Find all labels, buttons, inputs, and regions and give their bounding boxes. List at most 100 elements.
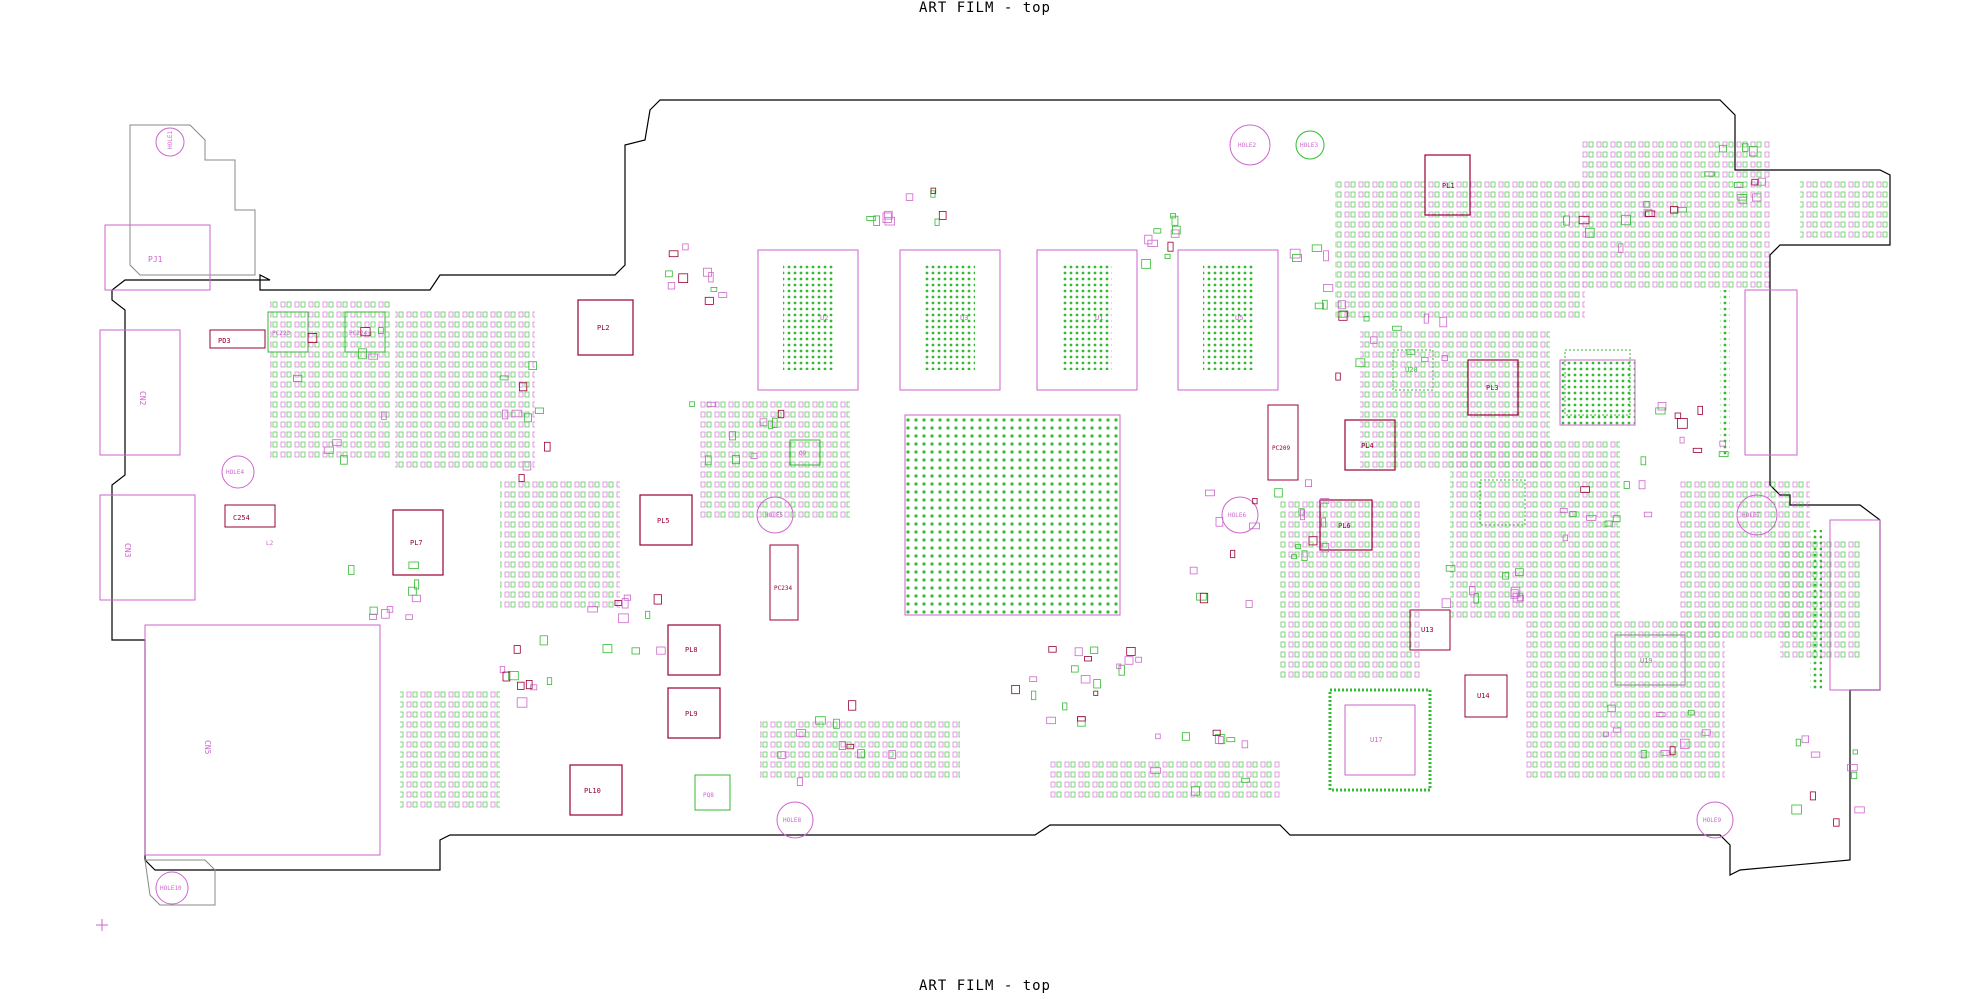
smd-pad <box>1338 300 1346 310</box>
smd-pad <box>534 407 544 414</box>
smd-pad <box>528 361 537 371</box>
memory-ball-grid <box>783 265 1253 370</box>
label-cn2: CN2 <box>138 391 147 406</box>
smd-pad <box>1172 225 1181 235</box>
smd-pad <box>678 273 689 283</box>
smd-pad <box>323 446 334 454</box>
label-cn3: CN3 <box>123 543 132 558</box>
smd-pad <box>1046 716 1056 725</box>
smd-pad <box>1578 215 1590 225</box>
smd-pad <box>1580 486 1590 493</box>
smd-pad <box>1141 259 1151 269</box>
smd-pad <box>1274 488 1283 498</box>
smd-pad <box>1308 536 1318 546</box>
smd-pad <box>1854 806 1865 814</box>
smd-pad <box>705 455 712 466</box>
smd-pad <box>411 594 421 603</box>
smd-pad <box>1029 676 1038 682</box>
smd-pad <box>1752 193 1762 202</box>
smd-pad <box>358 348 367 360</box>
smd-pad <box>1852 749 1858 755</box>
smd-pad <box>1164 253 1171 260</box>
smd-pad <box>1718 451 1729 458</box>
smd-pad <box>1241 740 1249 749</box>
smd-pad <box>1623 481 1630 489</box>
smd-pad <box>1801 735 1809 744</box>
smd-pad <box>1833 818 1840 827</box>
smd-pad <box>539 635 548 646</box>
smd-pad <box>1135 656 1142 663</box>
label-pc209: PC209 <box>1272 445 1290 452</box>
smd-pad <box>544 441 551 452</box>
smd-pad <box>1031 690 1037 701</box>
smd-pad <box>381 411 387 420</box>
smd-pad <box>516 697 528 708</box>
smd-pad <box>1199 592 1209 604</box>
smd-pad <box>1445 565 1456 572</box>
inductors <box>392 154 1519 816</box>
smd-pad <box>1680 738 1690 749</box>
smd-pad <box>1510 586 1521 597</box>
smd-pad <box>1071 665 1079 673</box>
smd-pad <box>1167 241 1174 252</box>
smd-pad <box>522 461 532 471</box>
smd-pad <box>1679 436 1685 444</box>
origin-crosshair <box>96 919 108 931</box>
smd-pad <box>718 292 728 298</box>
smd-pad <box>1612 727 1622 733</box>
smd-pad <box>866 215 876 221</box>
smd-pad <box>938 210 947 220</box>
label-q9: Q9 <box>799 450 807 457</box>
smd-pad <box>1321 517 1326 528</box>
smd-pad <box>1323 250 1329 262</box>
smd-pad <box>704 296 714 305</box>
smd-pad <box>1245 600 1253 608</box>
smd-pad <box>710 286 718 292</box>
smd-pad <box>1314 302 1324 310</box>
smd-pad <box>1607 704 1616 713</box>
smd-pad <box>706 401 717 407</box>
smd-pad <box>1144 234 1153 245</box>
smd-pad <box>882 212 892 223</box>
smd-pad <box>930 190 936 198</box>
label-hole3: HOLE3 <box>1300 142 1318 149</box>
smd-pad <box>1252 497 1258 505</box>
smd-pad <box>1809 791 1816 801</box>
label-hole9: HOLE9 <box>1703 817 1721 824</box>
smd-pad <box>1305 479 1313 487</box>
part-c254 <box>224 504 276 528</box>
smd-pad <box>846 743 855 750</box>
label-c254: C254 <box>233 514 250 522</box>
smd-pad <box>1370 336 1378 344</box>
part-pd3 <box>209 329 266 349</box>
smd-pad <box>518 474 525 482</box>
smd-pad <box>621 598 629 609</box>
smd-pad <box>1719 144 1727 153</box>
smd-pad <box>614 600 623 606</box>
smd-pad <box>1847 764 1858 772</box>
smd-pad <box>1612 515 1621 523</box>
smd-pad <box>1559 508 1568 514</box>
label-hole8: HOLE8 <box>783 817 801 824</box>
smd-pad <box>689 401 695 407</box>
smd-pad <box>1687 709 1695 716</box>
smd-pad <box>307 332 318 343</box>
connector-pj1 <box>104 224 211 291</box>
smd-pad <box>523 413 532 423</box>
smd-pad <box>1320 498 1330 504</box>
smd-pad <box>708 271 714 283</box>
smd-pad <box>587 606 598 613</box>
smd-pad <box>1298 508 1305 516</box>
smd-pad <box>1084 656 1092 662</box>
smd-pad <box>1118 664 1125 676</box>
label-hole7: HOLE7 <box>1742 512 1760 519</box>
smd-pad <box>905 193 914 201</box>
smd-pad <box>408 586 417 596</box>
smd-pad <box>1697 405 1704 415</box>
label-u3: U3 <box>960 314 968 322</box>
smd-pad <box>1191 786 1201 796</box>
smd-pad <box>1311 244 1323 252</box>
smd-pad <box>499 375 509 381</box>
smd-pad <box>1604 520 1613 527</box>
